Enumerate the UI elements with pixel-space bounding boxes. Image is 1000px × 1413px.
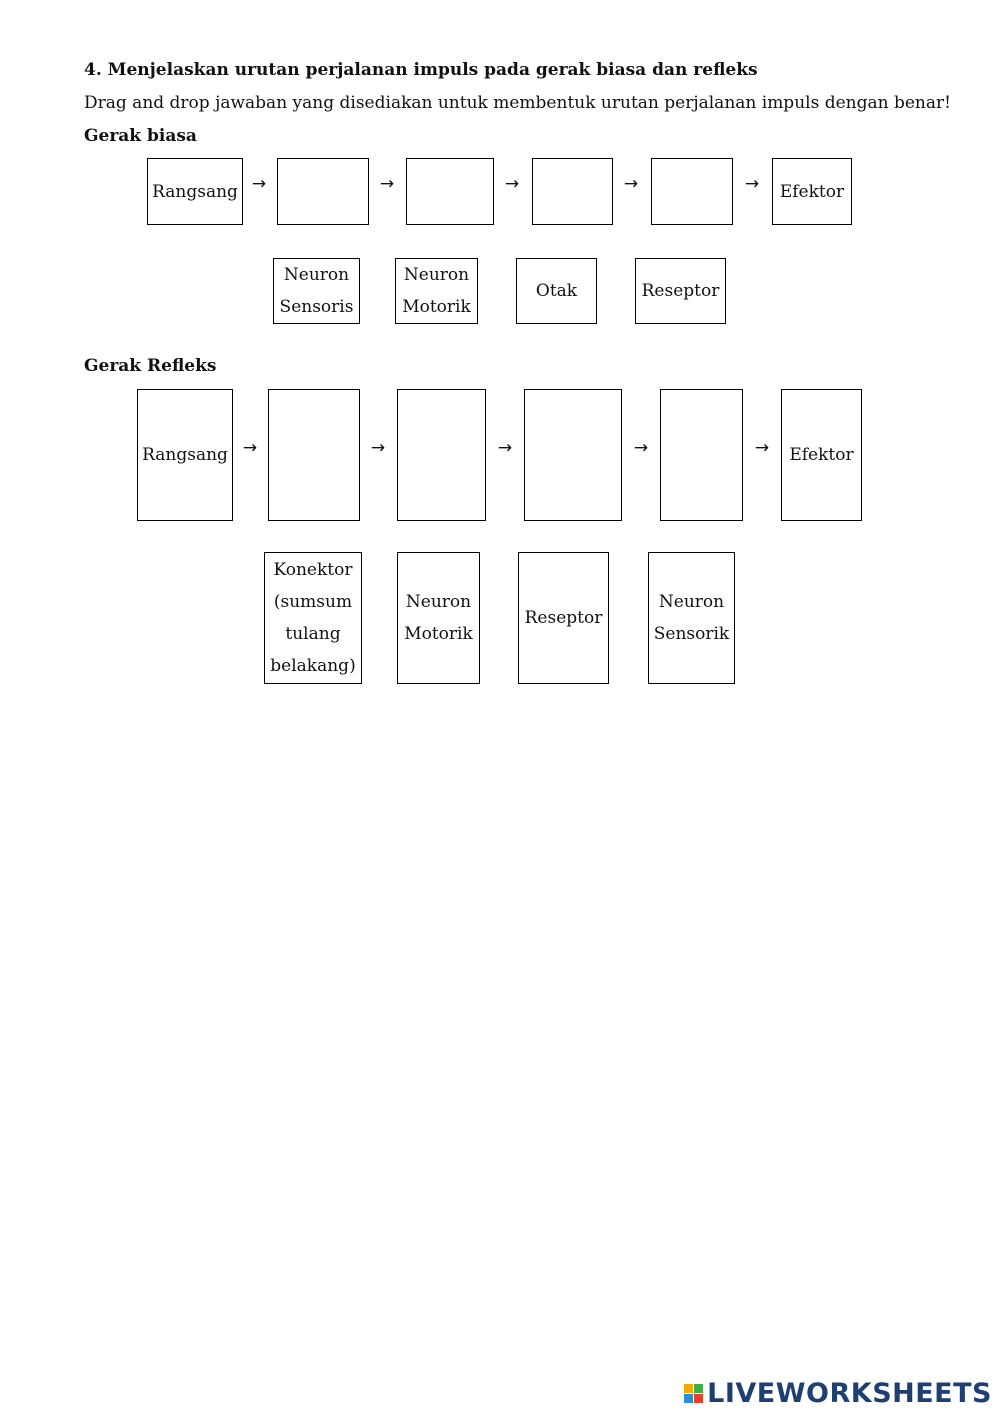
drop-slot-4[interactable] [651, 158, 733, 225]
option-label: Konektor [273, 560, 353, 580]
drop-slot-3[interactable] [532, 158, 613, 225]
drop-slot-2[interactable] [397, 389, 486, 521]
drop-slot-1[interactable] [277, 158, 369, 225]
logo-mark-icon [684, 1383, 704, 1403]
arrow-icon: → [251, 174, 267, 194]
option-label: Neuron [403, 265, 470, 285]
sequence-end-label: Efektor [779, 181, 845, 202]
logo-mark-tile [694, 1383, 704, 1393]
arrow-icon: → [504, 174, 520, 194]
section-heading-gerak-refleks: Gerak Refleks [84, 356, 217, 376]
sequence-end-box: Efektor [772, 158, 852, 225]
option-label: belakang) [270, 656, 356, 676]
logo-mark-tile [694, 1393, 704, 1403]
option-label: Motorik [402, 297, 471, 317]
sequence-start-box: Rangsang [137, 389, 233, 521]
option-label: Neuron [283, 265, 350, 285]
arrow-icon: → [754, 438, 770, 458]
sequence-end-label: Efektor [789, 445, 854, 465]
draggable-option[interactable]: Konektor (sumsum tulang belakang) [264, 552, 362, 684]
option-label: Sensoris [279, 297, 354, 317]
draggable-option[interactable]: Otak [516, 258, 597, 324]
arrow-icon: → [497, 438, 513, 458]
option-label: Reseptor [524, 608, 603, 628]
arrow-icon: → [744, 174, 760, 194]
option-label: Otak [535, 281, 578, 301]
option-label: Motorik [404, 624, 473, 644]
arrow-icon: → [633, 438, 649, 458]
drop-slot-2[interactable] [406, 158, 494, 225]
arrow-icon: → [379, 174, 395, 194]
sequence-start-label: Rangsang [152, 181, 238, 202]
drop-slot-4[interactable] [660, 389, 743, 521]
option-label: Sensorik [653, 624, 730, 644]
logo-mark-tile [684, 1383, 694, 1393]
liveworksheets-logo: LIVEWORKSHEETS [684, 1377, 992, 1409]
drop-slot-3[interactable] [524, 389, 622, 521]
option-label: Neuron [658, 592, 725, 612]
sequence-start-label: Rangsang [142, 445, 228, 465]
draggable-option[interactable]: Reseptor [635, 258, 726, 324]
sequence-start-box: Rangsang [147, 158, 243, 225]
option-label: tulang [285, 624, 341, 644]
arrow-icon: → [370, 438, 386, 458]
logo-text: LIVEWORKSHEETS [707, 1377, 992, 1409]
drop-slot-1[interactable] [268, 389, 360, 521]
option-label: (sumsum [273, 592, 353, 612]
arrow-icon: → [242, 438, 258, 458]
section-heading-gerak-biasa: Gerak biasa [84, 126, 197, 146]
arrow-icon: → [623, 174, 639, 194]
logo-mark-tile [684, 1393, 694, 1403]
option-label: Neuron [405, 592, 472, 612]
option-label: Reseptor [641, 281, 720, 301]
question-title: 4. Menjelaskan urutan perjalanan impuls … [84, 60, 758, 80]
sequence-end-box: Efektor [781, 389, 862, 521]
instruction-text: Drag and drop jawaban yang disediakan un… [84, 93, 951, 113]
draggable-option[interactable]: Reseptor [518, 552, 609, 684]
